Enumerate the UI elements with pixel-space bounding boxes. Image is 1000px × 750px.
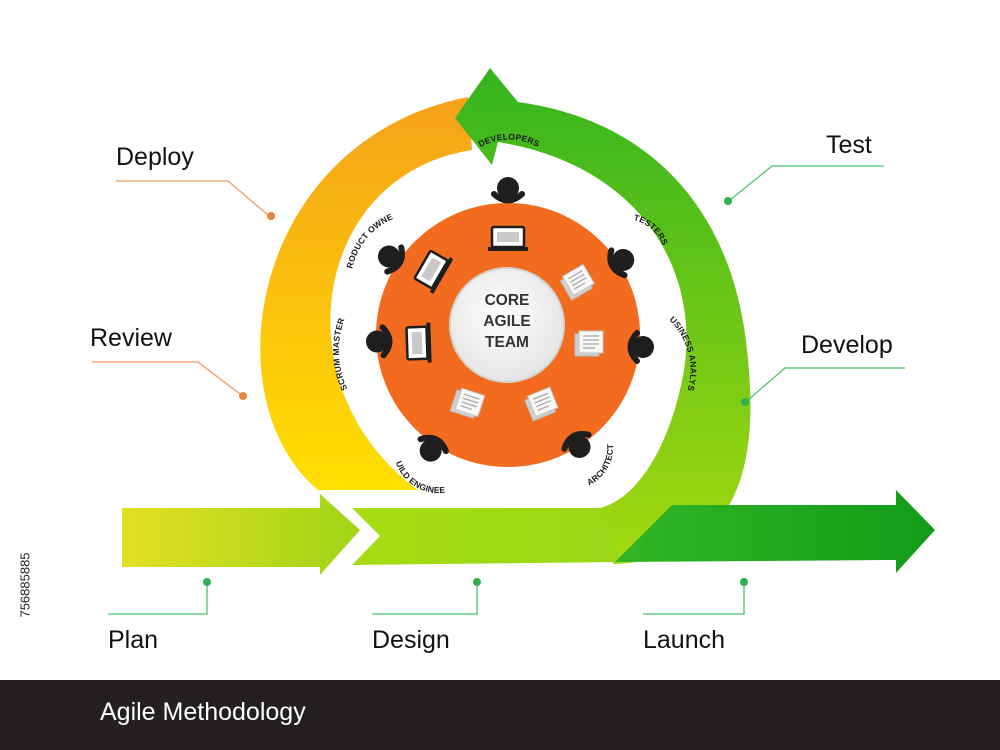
right-arc-arrow — [455, 68, 751, 564]
developer-person-icon — [494, 177, 522, 201]
deploy-leader-line — [116, 180, 269, 216]
developer-laptop-icon — [486, 225, 530, 253]
launch-leader-line — [643, 582, 745, 615]
role-build-engineer: BUILD ENGINEER — [0, 0, 446, 495]
stage-deploy: Deploy — [116, 143, 194, 171]
stage-develop: Develop — [801, 331, 893, 359]
scrum-master-laptop-icon — [405, 321, 433, 365]
plan-leader-line — [108, 582, 208, 615]
deploy-leader-dot — [267, 212, 275, 220]
review-leader-dot — [239, 392, 247, 400]
footer-title: Agile Methodology — [100, 698, 306, 726]
core-line-1: CORE — [485, 292, 530, 309]
stage-review: Review — [90, 324, 173, 352]
review-leader-line — [92, 361, 241, 395]
stock-id-text: 756885885 — [17, 552, 33, 618]
core-line-3: TEAM — [485, 334, 529, 351]
scrum-master-person-icon — [366, 327, 390, 356]
design-arrow — [352, 508, 622, 565]
business-analyst-person-icon — [631, 333, 655, 361]
plan-leader-dot — [203, 578, 211, 586]
launch-arrow — [615, 490, 935, 573]
left-arc-arrow — [260, 97, 472, 490]
test-leader-dot — [724, 197, 732, 205]
stage-test: Test — [826, 131, 872, 159]
stage-plan: Plan — [108, 626, 158, 654]
agile-cycle-diagram: CORE AGILE TEAM DEVELOPERS TESTERS BUSIN… — [0, 0, 935, 654]
core-team-center — [449, 267, 565, 383]
launch-leader-dot — [740, 578, 748, 586]
plan-arrow — [122, 494, 360, 575]
develop-leader-dot — [741, 398, 749, 406]
design-leader-dot — [473, 578, 481, 586]
business-analyst-documents-icon — [574, 330, 604, 357]
design-leader-line — [372, 582, 478, 615]
develop-leader-line — [747, 367, 905, 401]
stage-launch: Launch — [643, 626, 725, 654]
stage-design: Design — [372, 626, 450, 654]
stock-id-vertical: 756885885 — [5, 510, 45, 660]
footer-bar: Agile Methodology — [0, 680, 1000, 750]
test-leader-line — [729, 165, 884, 201]
core-line-2: AGILE — [483, 313, 530, 330]
